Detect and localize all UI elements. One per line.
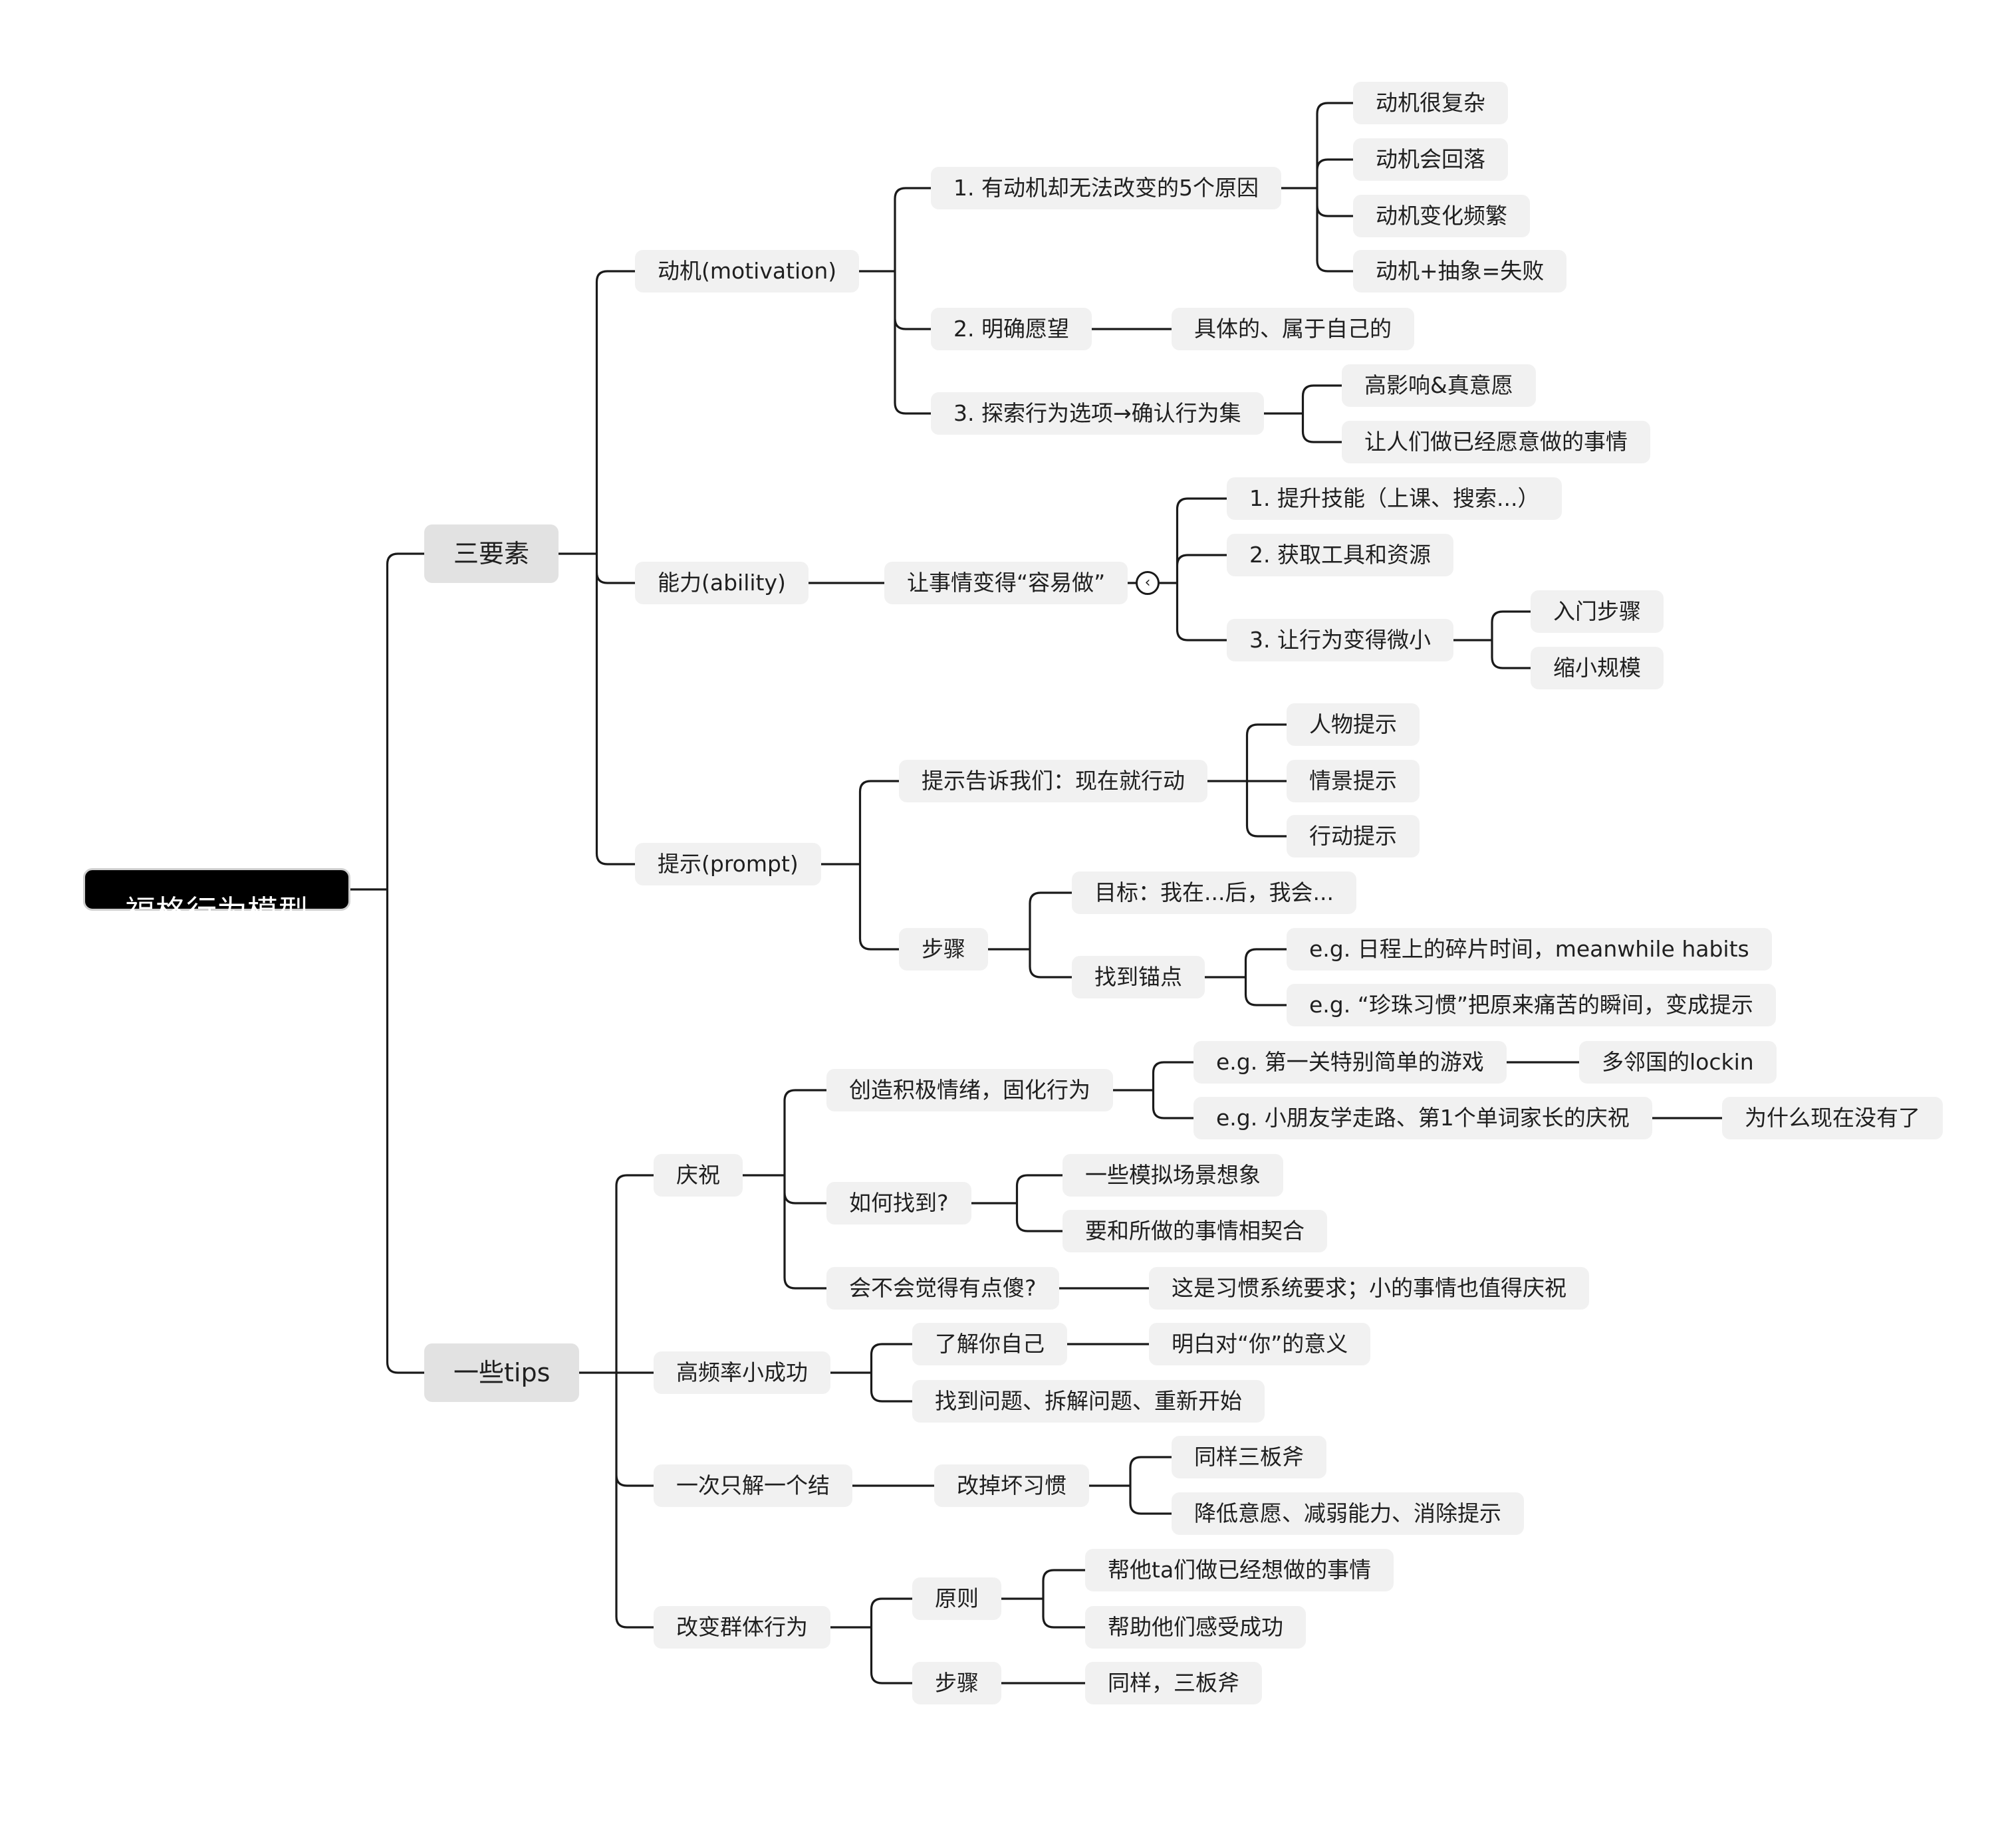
subtopic-r-1-2-0[interactable]: 改掉坏习惯 (934, 1464, 1089, 1507)
subtopic-r-1-0-1[interactable]: 如何找到? (826, 1182, 971, 1224)
connector-r-0-2-1-1 (1203, 948, 1288, 1006)
subtopic-r-1-1[interactable]: 高频率小成功 (654, 1351, 830, 1394)
subtopic-r-1-0-0[interactable]: 创造积极情绪，固化行为 (826, 1069, 1113, 1111)
chevron-left-icon[interactable]: ‹ (1136, 571, 1160, 595)
subtopic-r-0-2-0-2[interactable]: 行动提示 (1287, 815, 1420, 858)
connector-r-1-3 (829, 1597, 914, 1684)
connector-r-1-3-0 (1000, 1569, 1086, 1629)
subtopic-r-1-1-0[interactable]: 了解你自己 (912, 1323, 1067, 1365)
subtopic-r-1-0-0-0-0[interactable]: 多邻国的lockin (1579, 1041, 1777, 1084)
subtopic-r-0-2-0-1[interactable]: 情景提示 (1287, 760, 1420, 802)
subtopic-r-1-3-1[interactable]: 步骤 (912, 1662, 1001, 1704)
subtopic-r-0-2-1-1-1[interactable]: e.g. “珍珠习惯”把原来痛苦的瞬间，变成提示 (1287, 984, 1776, 1026)
connector-r-0 (557, 270, 636, 866)
subtopic-r-1-0-1-0[interactable]: 一些模拟场景想象 (1062, 1154, 1283, 1197)
subtopic-r-1-3[interactable]: 改变群体行为 (654, 1606, 830, 1649)
subtopic-r-0-0-0[interactable]: 1. 有动机却无法改变的5个原因 (931, 167, 1281, 209)
subtopic-r-0-2-1[interactable]: 步骤 (899, 928, 988, 971)
subtopic-r-1-2[interactable]: 一次只解一个结 (654, 1464, 852, 1507)
connector-r-0-2-1 (987, 891, 1073, 979)
subtopic-r-1-2-0-1[interactable]: 降低意愿、减弱能力、消除提示 (1172, 1492, 1524, 1535)
subtopic-r-1-1-1[interactable]: 找到问题、拆解问题、重新开始 (912, 1380, 1265, 1423)
subtopic-r-1-2-0-0[interactable]: 同样三板斧 (1172, 1436, 1326, 1478)
connector-r-0-0-0 (1280, 102, 1354, 273)
connector-r-0-0-2 (1263, 384, 1343, 443)
main-topic-r-1[interactable]: 一些tips (424, 1343, 580, 1402)
subtopic-r-1-0-0-0[interactable]: e.g. 第一关特别简单的游戏 (1193, 1041, 1507, 1084)
subtopic-r-0-0-2-1[interactable]: 让人们做已经愿意做的事情 (1342, 421, 1650, 463)
subtopic-r-1-1-0-0[interactable]: 明白对“你”的意义 (1149, 1323, 1371, 1365)
subtopic-r-0-2-0-0[interactable]: 人物提示 (1287, 703, 1420, 746)
connector-r-1-0-1 (970, 1174, 1064, 1232)
subtopic-r-0-2-1-1-0[interactable]: e.g. 日程上的碎片时间，meanwhile habits (1287, 928, 1772, 971)
subtopic-r-0-2-0[interactable]: 提示告诉我们：现在就行动 (899, 760, 1207, 802)
subtopic-r-0-0-1[interactable]: 2. 明确愿望 (931, 308, 1092, 350)
subtopic-r-0-1-0-0[interactable]: 1. 提升技能（上课、搜索...） (1227, 477, 1562, 520)
subtopic-r-0-1-0-2[interactable]: 3. 让行为变得微小 (1227, 619, 1453, 661)
connector-r-0-1-0 (1126, 497, 1228, 641)
subtopic-r-0-0-0-3[interactable]: 动机+抽象=失败 (1353, 250, 1567, 292)
subtopic-r-0-2[interactable]: 提示(prompt) (635, 843, 821, 885)
connector-r-1-1 (829, 1343, 914, 1403)
subtopic-r-0-0[interactable]: 动机(motivation) (635, 250, 860, 292)
subtopic-r-1-0[interactable]: 庆祝 (654, 1154, 743, 1197)
subtopic-r-0-2-1-1[interactable]: 找到锚点 (1072, 956, 1205, 998)
subtopic-r-0-1-0-2-0[interactable]: 入门步骤 (1531, 590, 1664, 633)
connector-r-1-0-0 (1112, 1061, 1195, 1119)
subtopic-r-0-1-0[interactable]: 让事情变得“容易做” (884, 562, 1128, 604)
subtopic-r-1-0-2-0[interactable]: 这是习惯系统要求；小的事情也值得庆祝 (1149, 1267, 1589, 1310)
subtopic-r-1-3-0-0[interactable]: 帮他ta们做已经想做的事情 (1085, 1549, 1394, 1591)
subtopic-r-0-0-0-0[interactable]: 动机很复杂 (1353, 82, 1508, 124)
central-topic-r[interactable]: 福格行为模型 (83, 868, 350, 929)
subtopic-r-0-0-2-0[interactable]: 高影响&真意愿 (1342, 364, 1536, 407)
connector-r-0-2 (820, 780, 900, 951)
connector-r-1-2-0 (1088, 1456, 1173, 1515)
subtopic-r-0-1-0-2-1[interactable]: 缩小规模 (1531, 647, 1664, 689)
subtopic-r-1-3-0[interactable]: 原则 (912, 1577, 1001, 1620)
subtopic-r-1-0-2[interactable]: 会不会觉得有点傻? (826, 1267, 1059, 1310)
subtopic-r-0-2-1-0[interactable]: 目标：我在...后，我会... (1072, 871, 1356, 914)
connector-r-0-0 (858, 187, 932, 415)
subtopic-r-0-0-0-2[interactable]: 动机变化频繁 (1353, 195, 1530, 237)
subtopic-r-0-0-2[interactable]: 3. 探索行为选项→确认行为集 (931, 392, 1264, 435)
main-topic-r-0[interactable]: 三要素 (424, 524, 559, 583)
subtopic-r-1-0-0-1[interactable]: e.g. 小朋友学走路、第1个单词家长的庆祝 (1193, 1097, 1652, 1139)
subtopic-r-1-3-1-0[interactable]: 同样，三板斧 (1085, 1662, 1262, 1704)
subtopic-r-0-0-0-1[interactable]: 动机会回落 (1353, 138, 1508, 181)
connector-r-1 (578, 1174, 655, 1629)
subtopic-r-0-1[interactable]: 能力(ability) (635, 562, 809, 604)
subtopic-r-0-0-1-0[interactable]: 具体的、属于自己的 (1172, 308, 1414, 350)
subtopic-r-1-0-0-1-0[interactable]: 为什么现在没有了 (1722, 1097, 1943, 1139)
subtopic-r-0-1-0-1[interactable]: 2. 获取工具和资源 (1227, 534, 1453, 576)
subtopic-r-1-0-1-1[interactable]: 要和所做的事情相契合 (1062, 1210, 1327, 1252)
connector-r-1-0 (741, 1089, 828, 1290)
connector-r (349, 552, 426, 1374)
subtopic-r-1-3-0-1[interactable]: 帮助他们感受成功 (1085, 1606, 1306, 1649)
connector-r-0-2-0 (1206, 723, 1288, 838)
connector-r-0-1-0-2 (1452, 610, 1532, 669)
